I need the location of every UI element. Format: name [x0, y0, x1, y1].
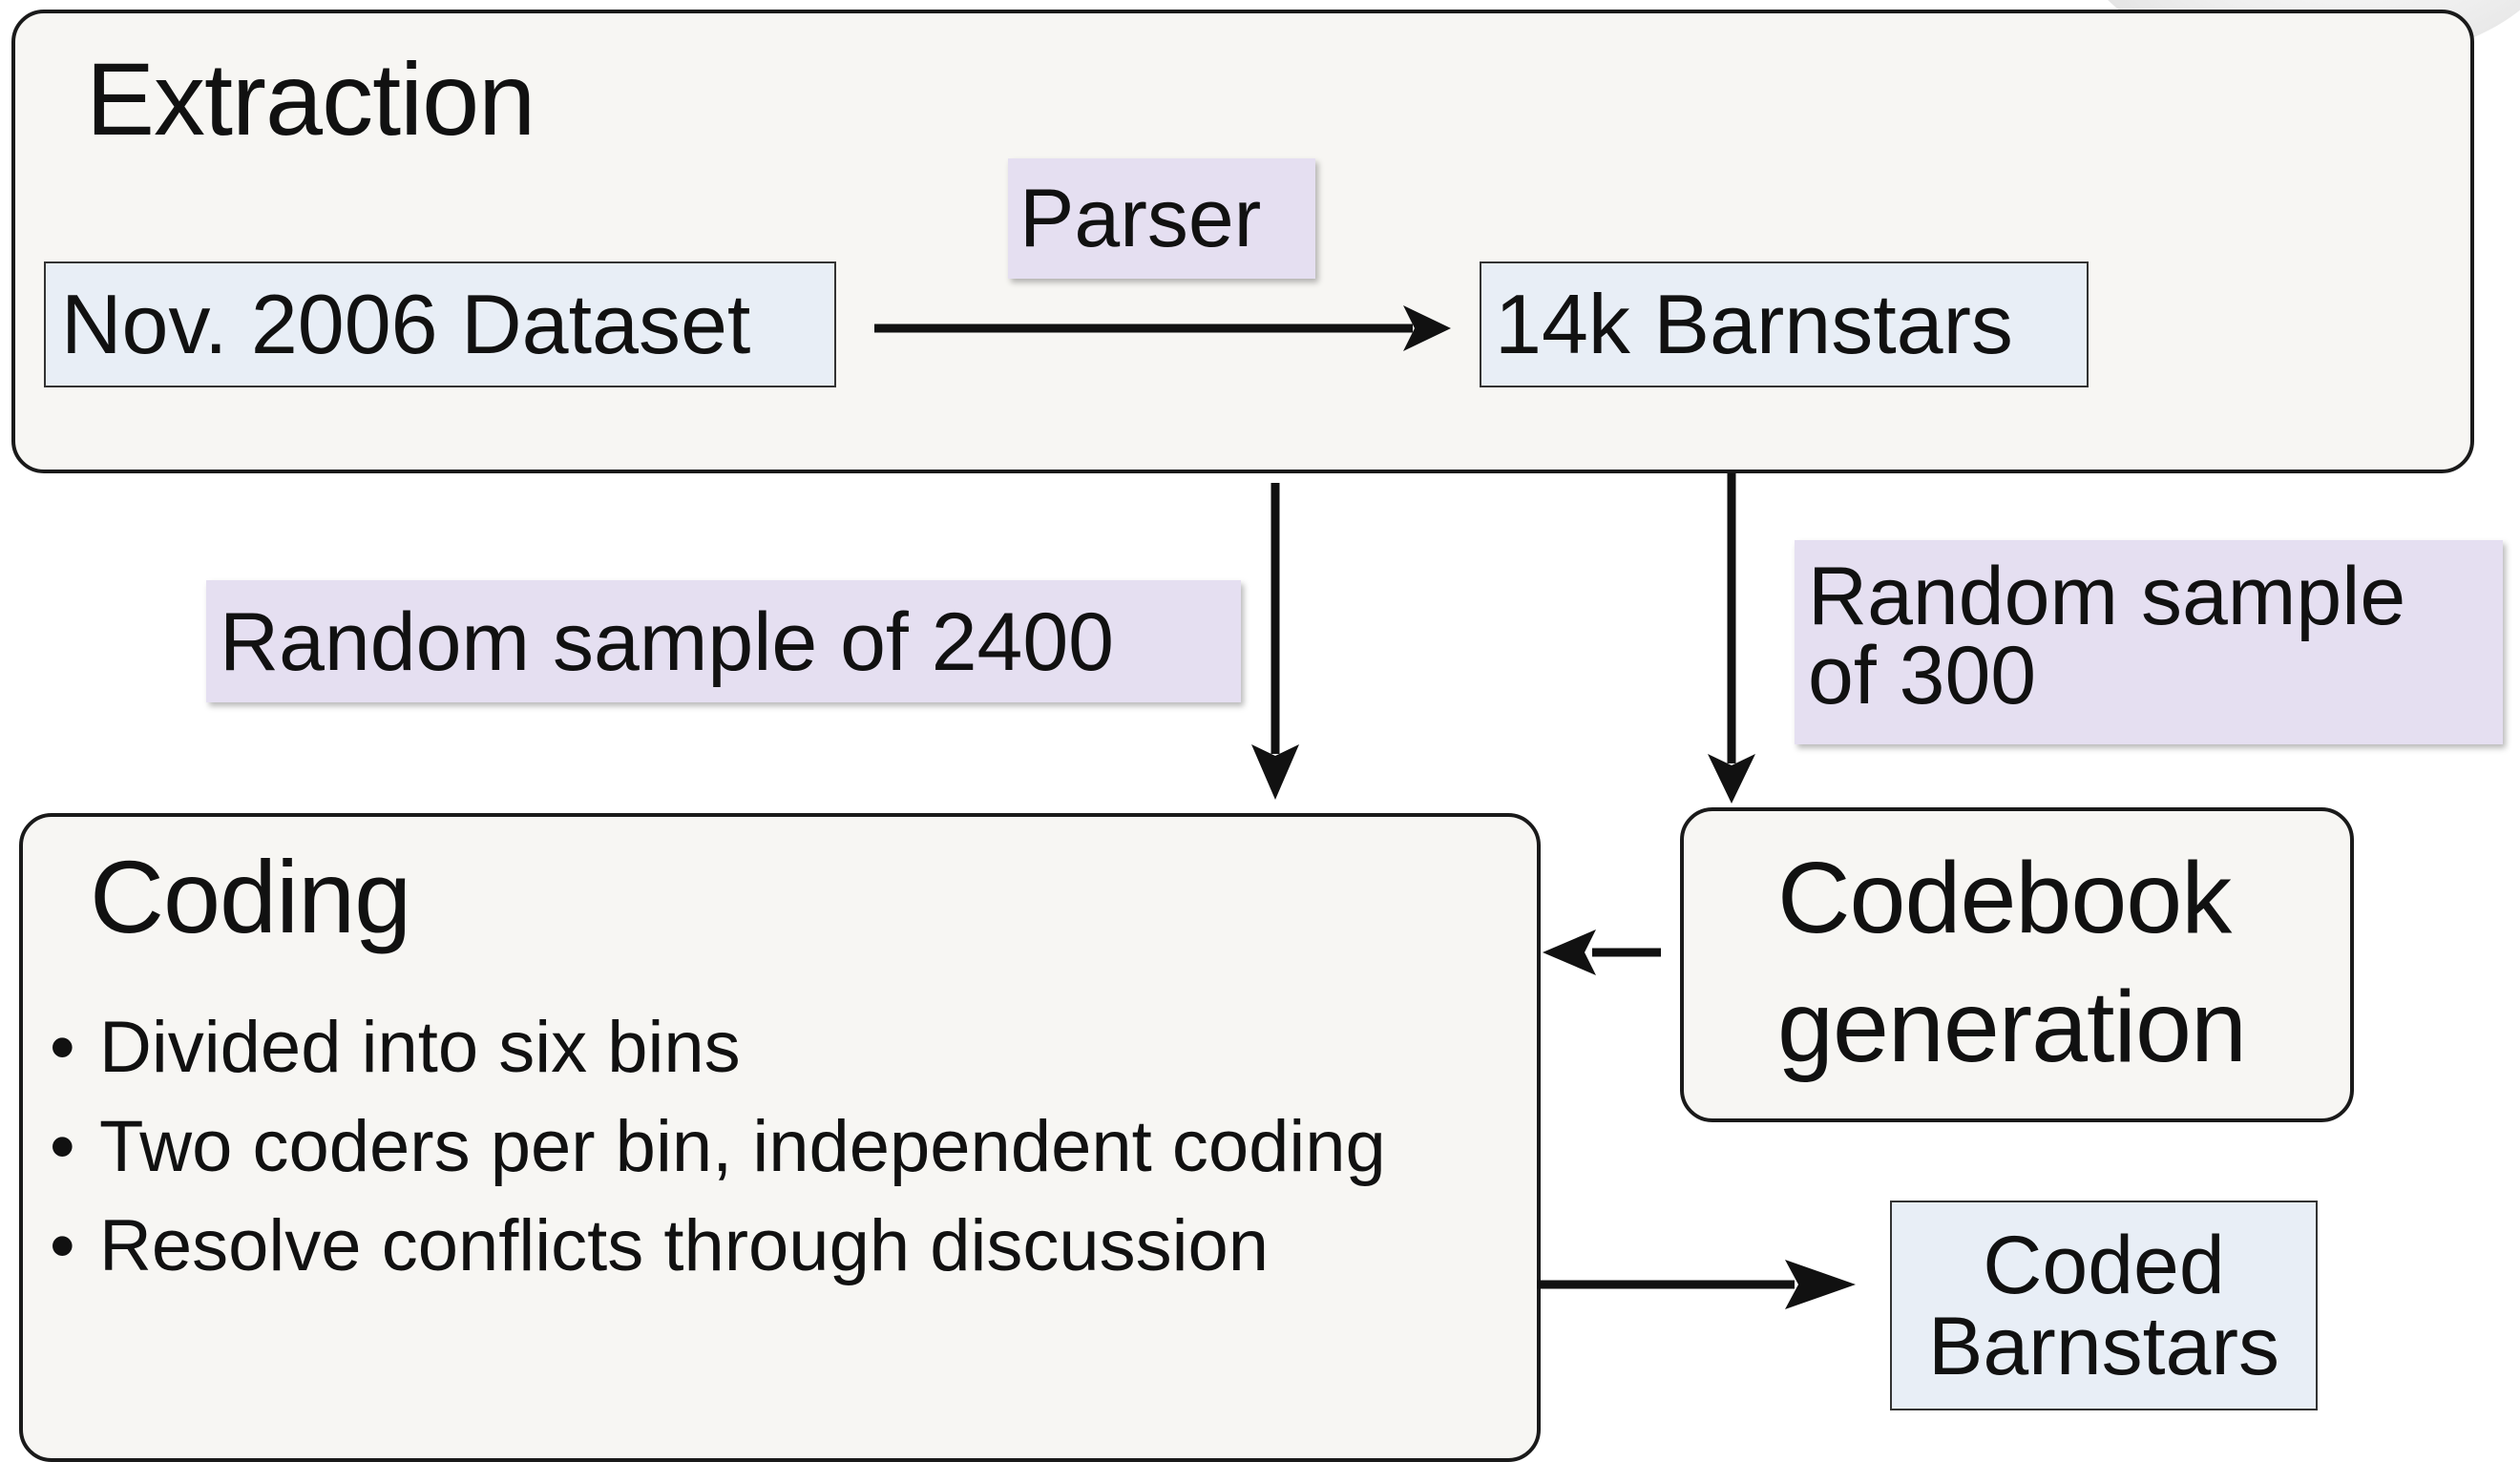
- coding-step-text: Two coders per bin, independent coding: [99, 1106, 1386, 1187]
- codebook-line2: generation: [1777, 970, 2247, 1083]
- codebook-generation-panel: Codebook generation: [1680, 807, 2354, 1122]
- coding-sample-label: Random sample of 2400: [206, 580, 1241, 702]
- codebook-sample-arrow-head-icon: [1708, 754, 1755, 804]
- extraction-title: Extraction: [86, 41, 536, 157]
- parser-label: Parser: [1008, 158, 1315, 279]
- codebook-to-coding-arrow-head-icon: [1543, 929, 1596, 975]
- bullet-icon: •: [50, 1106, 75, 1187]
- codebook-sample-label-line2: of 300: [1808, 629, 2037, 721]
- coded-barnstars-box: Coded Barnstars: [1890, 1201, 2318, 1410]
- coding-step-text: Resolve conflicts through discussion: [99, 1205, 1270, 1286]
- coding-sample-arrow-head-icon: [1251, 744, 1299, 800]
- coded-line1: Coded: [1983, 1220, 2225, 1311]
- codebook-generation-text: Codebook generation: [1777, 834, 2247, 1091]
- coded-line2: Barnstars: [1927, 1301, 2280, 1393]
- codebook-sample-label: Random sample of 300: [1795, 540, 2503, 744]
- codebook-sample-label-line1: Random sample: [1808, 551, 2406, 642]
- coding-panel: Coding • Divided into six bins • Two cod…: [19, 813, 1541, 1462]
- coding-to-output-arrow-head-icon: [1785, 1260, 1856, 1309]
- coding-title: Coding: [90, 839, 411, 954]
- codebook-line1: Codebook: [1777, 842, 2232, 954]
- barnstars-box: 14k Barnstars: [1480, 261, 2089, 387]
- bullet-icon: •: [50, 1205, 75, 1286]
- coding-step-text: Divided into six bins: [99, 1007, 741, 1088]
- bullet-icon: •: [50, 1007, 75, 1088]
- dataset-box: Nov. 2006 Dataset: [44, 261, 836, 387]
